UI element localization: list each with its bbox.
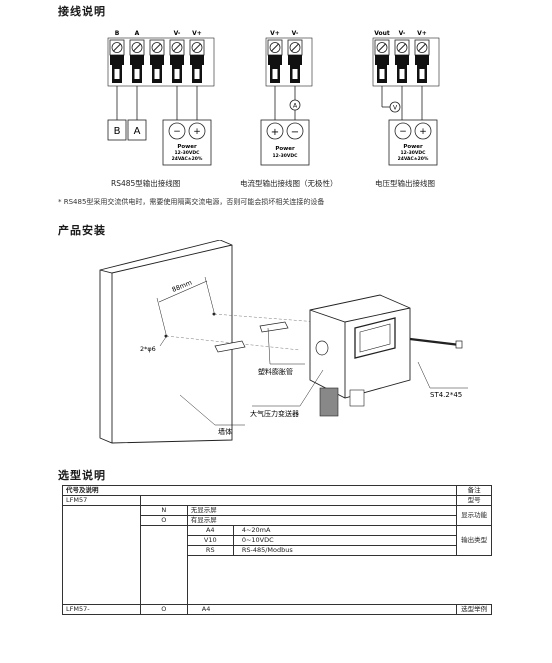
- terminal-label: B: [115, 30, 120, 37]
- svg-text:+: +: [193, 127, 201, 137]
- section-title-wiring: 接线说明: [58, 5, 106, 18]
- svg-text:V: V: [393, 105, 398, 112]
- table-row: N 无显示屏 显示功能: [62, 505, 492, 605]
- section-title-selection: 选型说明: [58, 469, 106, 482]
- expansion-anchor-icon: [214, 321, 289, 353]
- example-output: A4: [186, 604, 458, 615]
- power-spec: 12-30VDC: [273, 153, 299, 159]
- terminal-label: V-: [399, 30, 406, 37]
- dim-hole: 2*φ6: [140, 345, 156, 353]
- terminal-label: V-: [292, 30, 299, 37]
- svg-text:+: +: [271, 127, 279, 138]
- power-label: Power: [403, 144, 423, 150]
- output-desc: 0~10VDC: [241, 536, 274, 544]
- terminal-label: V-: [174, 30, 181, 37]
- output-desc: RS-485/Modbus: [241, 546, 293, 554]
- svg-text:−: −: [399, 127, 407, 137]
- header-note: 备注: [456, 485, 492, 496]
- label-transmitter: 大气压力变送器: [250, 409, 299, 418]
- power-label: Power: [177, 144, 197, 150]
- table-row: A4 4~20mA 输出类型: [63, 525, 492, 605]
- current-terminal-block: V+ V- A + − Power 12-30VDC: [260, 30, 313, 166]
- example-display: O: [139, 604, 188, 615]
- power-label: Power: [275, 146, 295, 152]
- wiring-diagrams: B A V- V+ B A − + Power 12-30VDC 24VAC±2…: [107, 30, 440, 166]
- svg-text:A: A: [293, 103, 298, 110]
- table-row-example: LFM57- O A4 选型举例: [62, 604, 492, 615]
- output-note: 输出类型: [456, 525, 492, 556]
- voltage-terminal-block: Vout V- V+ V − + Power 12-30VDC 24VAC±20…: [372, 30, 440, 166]
- output-desc: 4~20mA: [241, 526, 271, 534]
- wiring-note: * RS485型采用交流供电时，需要使用隔离交流电源，否则可能会损坏相关连接的设…: [58, 198, 325, 206]
- terminal-label: V+: [270, 30, 280, 37]
- caption-voltage: 电压型输出接线图: [375, 179, 435, 188]
- table-row: 代号及说明 备注: [61, 485, 492, 496]
- header-code: 代号及说明: [61, 485, 458, 496]
- model-note: 型号: [456, 495, 492, 506]
- voltmeter-icon: [389, 101, 401, 113]
- table-row: RS RS-485/Modbus: [63, 545, 492, 556]
- label-anchor: 塑料膨胀管: [258, 367, 293, 376]
- display-code: O: [139, 515, 188, 526]
- display-note: 显示功能: [456, 505, 492, 526]
- model-cell: LFM57: [62, 495, 141, 506]
- power-spec: 12-30VDC: [175, 150, 201, 156]
- svg-text:−: −: [173, 127, 181, 137]
- screw-icon: [409, 337, 463, 349]
- display-desc: 有显示屏: [186, 515, 458, 526]
- terminal-label: A: [135, 30, 140, 37]
- terminal-label: Vout: [374, 30, 390, 37]
- display-desc: 无显示屏: [186, 505, 458, 516]
- label-screw: ST4.2*45: [430, 391, 462, 399]
- output-code: RS: [188, 546, 234, 555]
- svg-text:−: −: [291, 127, 299, 138]
- rs485-terminal-block: B A V- V+ B A − + Power 12-30VDC 24VAC±2…: [107, 30, 215, 166]
- rs485-b-label: B: [114, 126, 121, 137]
- example-note: 选型举例: [456, 604, 492, 615]
- transmitter-illustration: [309, 294, 411, 417]
- table-row: LFM57 型号: [62, 495, 492, 506]
- section-title-install: 产品安装: [58, 224, 106, 237]
- selection-table: 代号及说明 备注 LFM57 型号 N 无显示屏 显示功能 O 有显示屏 A4 …: [61, 485, 492, 615]
- terminal-label: V+: [192, 30, 202, 37]
- power-spec: 12-30VDC: [401, 150, 427, 156]
- installation-diagram: 88mm 2*φ6 塑料膨胀管 ST4.2*45 大气压力变送器 墙体: [99, 240, 468, 444]
- label-wall: 墙体: [218, 427, 232, 436]
- caption-current: 电流型输出接线图（无极性）: [240, 179, 338, 188]
- svg-text:+: +: [419, 127, 427, 137]
- display-code: N: [139, 505, 188, 516]
- terminal-label: V+: [417, 30, 427, 37]
- caption-rs485: RS485型输出接线图: [111, 179, 181, 188]
- wall-illustration: [99, 240, 233, 444]
- output-code: A4: [188, 526, 234, 535]
- example-model: LFM57-: [62, 604, 141, 615]
- output-code: V10: [188, 536, 234, 545]
- power-spec-ac: 24VAC±20%: [172, 156, 203, 162]
- power-spec-ac: 24VAC±20%: [398, 156, 429, 162]
- rs485-a-label: A: [134, 126, 141, 137]
